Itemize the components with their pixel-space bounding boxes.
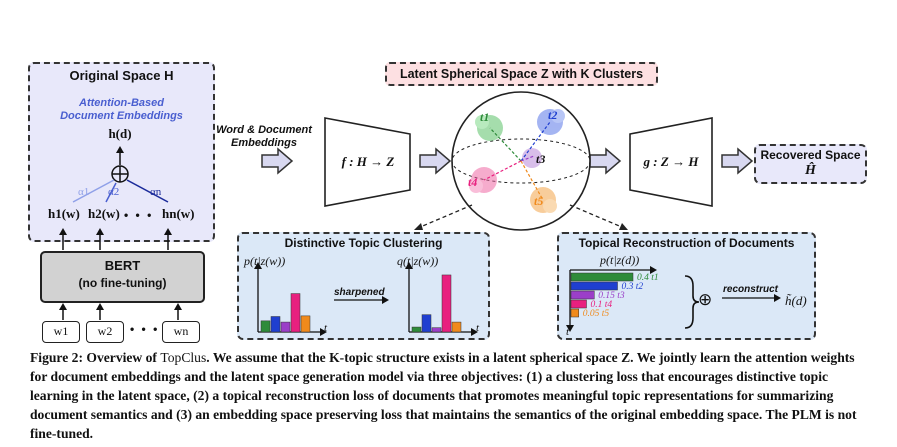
- alpha2-line: [105, 182, 117, 203]
- alpha2-label: α2: [108, 186, 120, 198]
- attention-label: Attention-Based Document Embeddings: [30, 97, 213, 123]
- token-embedding-n: hn(w): [162, 206, 195, 221]
- p-bar-4: [290, 293, 301, 333]
- reconstruction-bar-5: [570, 308, 579, 318]
- word-doc-label-line2: Embeddings: [230, 137, 297, 149]
- word-2: w2: [97, 324, 113, 338]
- reconstruction-axis-t: t: [566, 326, 570, 338]
- p-bar-2: [270, 316, 281, 333]
- word-doc-label: Word & Document Embeddings: [214, 124, 314, 150]
- decoder-label: g : Z → H: [643, 154, 699, 169]
- token-embedding-1: h1(w): [48, 206, 80, 221]
- q-bar-4: [441, 274, 452, 333]
- q-bar-5: [451, 321, 462, 333]
- reconstruction-top-label: p(t|z(d)): [600, 253, 640, 267]
- word-1: w1: [53, 324, 69, 338]
- words-ellipsis: • • •: [130, 322, 160, 336]
- caption-model-name: TopClus: [160, 350, 207, 365]
- reconstruction-bar-label-2: 0.3 t2: [622, 282, 644, 292]
- clustering-title: Distinctive Topic Clustering: [284, 236, 443, 250]
- reconstruction-brace: [684, 275, 700, 329]
- block-arrow-3: [589, 147, 622, 175]
- reconstruction-title: Topical Reconstruction of Documents: [578, 236, 795, 250]
- reconstruction-bar-2: [570, 281, 618, 291]
- word-doc-label-line1: Word & Document: [216, 124, 312, 136]
- latent-space-title-box: [385, 62, 658, 86]
- encoder-trapezoid: [324, 117, 411, 207]
- reconstruction-bar-1: [570, 272, 634, 282]
- reconstruction-bars: 0.4 t10.3 t20.15 t30.1 t40.05 t5: [570, 272, 659, 319]
- reconstruct-label: reconstruct: [723, 284, 779, 295]
- recovered-space-box: [754, 144, 867, 184]
- cluster-t5: [530, 187, 557, 213]
- oplus-symbol: ⊕: [698, 290, 713, 309]
- topic-label-t2: t2: [548, 108, 558, 122]
- reconstruction-bar-3: [570, 290, 595, 300]
- token-ellipsis: • • •: [124, 208, 154, 222]
- cluster-t3: [522, 148, 542, 168]
- q-bar-1: [411, 326, 422, 333]
- caption-text: . We assume that the K-topic structure e…: [30, 350, 857, 441]
- figure-caption: Figure 2: Overview of TopClus. We assume…: [30, 348, 875, 443]
- block-arrow-2: [419, 147, 452, 175]
- block-arrow-1: [261, 147, 294, 175]
- reconstruction-bar-label-1: 0.4 t1: [637, 273, 659, 283]
- sharpened-label: sharpened: [334, 287, 385, 298]
- recovered-space-title: Recovered Space: [760, 148, 861, 162]
- original-space-title: Original Space H: [69, 68, 174, 83]
- latent-space-title: Latent Spherical Space Z with K Clusters: [399, 67, 644, 81]
- p-bar-3: [280, 321, 291, 333]
- token-embedding-2: h2(w): [88, 206, 120, 221]
- alphan-line: [126, 179, 169, 203]
- recovered-space-symbol: Ĥ: [805, 163, 816, 178]
- cluster-t2: [537, 109, 565, 135]
- clustering-charts: [254, 262, 478, 336]
- word-box-2: w2: [86, 321, 124, 343]
- reconstruction-bar-label-5: 0.05 t5: [583, 309, 610, 319]
- bert-title: BERT: [104, 258, 141, 273]
- q-bar-3: [431, 327, 442, 333]
- topic-label-t5: t5: [534, 194, 544, 208]
- reconstruction-chart: 0.4 t10.3 t20.15 t30.1 t40.05 t5: [566, 266, 781, 332]
- clustering-q-bars: [411, 274, 462, 333]
- bert-subtitle: (no fine-tuning): [78, 276, 167, 290]
- topic-label-t4: t4: [468, 175, 478, 189]
- reconstruction-output: h̃(d): [785, 293, 807, 308]
- alpha1-line: [72, 179, 115, 203]
- reconstruction-bar-label-4: 0.1 t4: [591, 300, 613, 310]
- reconstruction-bar-label-3: 0.15 t3: [598, 291, 625, 301]
- flow-diagram: [261, 91, 754, 231]
- clustering-p-bars: [260, 293, 311, 333]
- bert-box: [40, 251, 205, 303]
- p-bar-5: [300, 315, 311, 333]
- caption-prefix: Figure 2: Overview of: [30, 350, 161, 365]
- word-box-n: wn: [162, 321, 200, 343]
- clustering-right-label: q(t|z(w)): [397, 254, 439, 268]
- decoder-trapezoid: [629, 117, 713, 207]
- topic-label-t1: t1: [480, 110, 490, 124]
- original-space-diagram: [59, 146, 182, 320]
- reconstruction-bar-4: [570, 299, 587, 309]
- topic-label-t3: t3: [536, 152, 546, 166]
- clustering-axis-t-left: t: [324, 322, 328, 334]
- encoder-label: f : H → Z: [341, 154, 395, 169]
- q-bar-2: [421, 314, 432, 333]
- word-box-1: w1: [42, 321, 80, 343]
- alpha1-label: α1: [78, 186, 90, 198]
- alphan-label: αn: [150, 186, 162, 198]
- block-arrow-4: [721, 147, 754, 175]
- attention-label-line1: Attention-Based: [79, 97, 164, 109]
- word-n: wn: [173, 324, 189, 338]
- doc-embedding-label: h(d): [108, 126, 132, 141]
- oplus-node: [111, 165, 129, 183]
- clustering-axis-t-right: t: [476, 322, 480, 334]
- p-bar-1: [260, 320, 271, 333]
- clustering-left-label: p(t|z(w)): [244, 254, 286, 268]
- attention-label-line2: Document Embeddings: [60, 110, 183, 122]
